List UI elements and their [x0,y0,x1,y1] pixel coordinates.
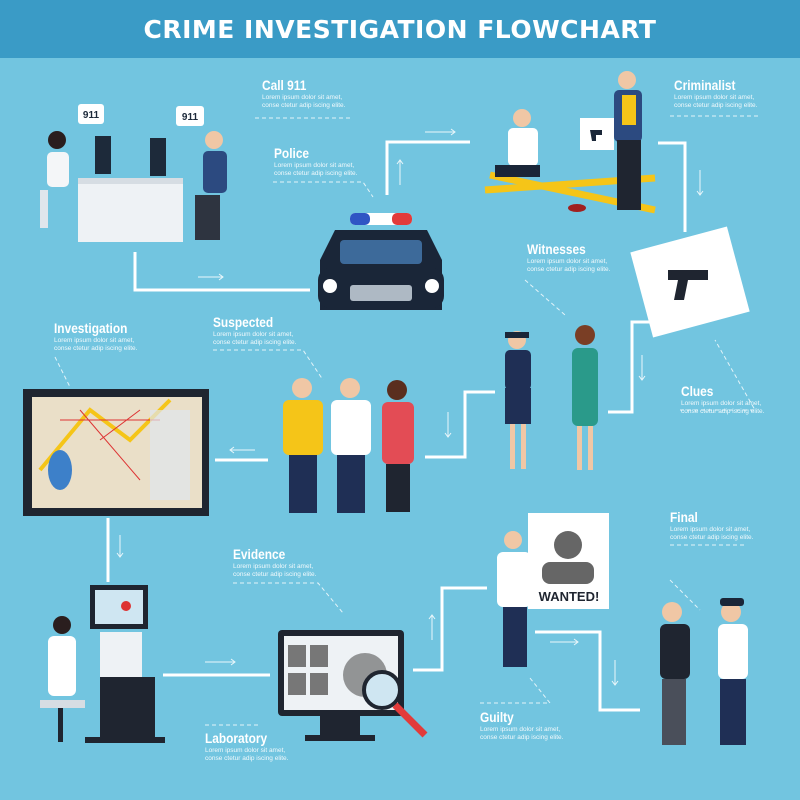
criminalist-illustration [484,71,656,214]
step-title: Witnesses [527,241,586,257]
laboratory-illustration [40,585,165,743]
investigation-map-board [23,389,209,516]
step-title: Police [274,145,310,161]
label-leaders [54,115,760,726]
step-title: Suspected [213,314,274,330]
step-title: Guilty [480,709,514,725]
guilty-illustration [497,513,609,667]
step-description: Lorem ipsum dolor sit amet, conse ctetur… [674,94,758,109]
wanted-poster-text: WANTED! [539,589,600,604]
evidence-monitor [278,630,428,741]
step-description: Lorem ipsum dolor sit amet, conse ctetur… [233,563,317,578]
step-description: Lorem ipsum dolor sit amet, conse ctetur… [262,94,346,109]
speech-bubble-911-right: 911 [182,112,199,123]
clues-gun-card [630,226,750,338]
flow-connectors [106,140,687,712]
page-title: CRIME INVESTIGATION FLOWCHART [143,14,657,44]
step-title: Criminalist [674,77,736,93]
step-description: Lorem ipsum dolor sit amet, conse ctetur… [670,526,754,541]
step-description: Lorem ipsum dolor sit amet, conse ctetur… [274,162,358,177]
magnifier-icon [362,670,402,710]
step-title: Laboratory [205,730,268,746]
arrow-icons [116,128,704,686]
step-title: Evidence [233,546,286,562]
step-description: Lorem ipsum dolor sit amet, conse ctetur… [205,747,289,762]
witnesses-illustration [505,325,598,470]
step-title: Investigation [54,320,128,336]
call-911-illustration [40,104,227,242]
step-title: Clues [681,383,714,399]
header-bar: CRIME INVESTIGATION FLOWCHART [0,0,800,58]
step-description: Lorem ipsum dolor sit amet, conse ctetur… [54,337,138,352]
step-title: Call 911 [262,77,307,93]
step-description: Lorem ipsum dolor sit amet, conse ctetur… [480,726,564,741]
step-description: Lorem ipsum dolor sit amet, conse ctetur… [681,400,765,415]
step-description: Lorem ipsum dolor sit amet, conse ctetur… [527,258,611,273]
speech-bubble-911-left: 911 [83,110,100,121]
step-description: Lorem ipsum dolor sit amet, conse ctetur… [213,331,297,346]
final-arrest-illustration [660,598,748,745]
step-title: Final [670,509,698,525]
suspects-illustration [283,378,414,513]
police-car-illustration [318,213,444,310]
